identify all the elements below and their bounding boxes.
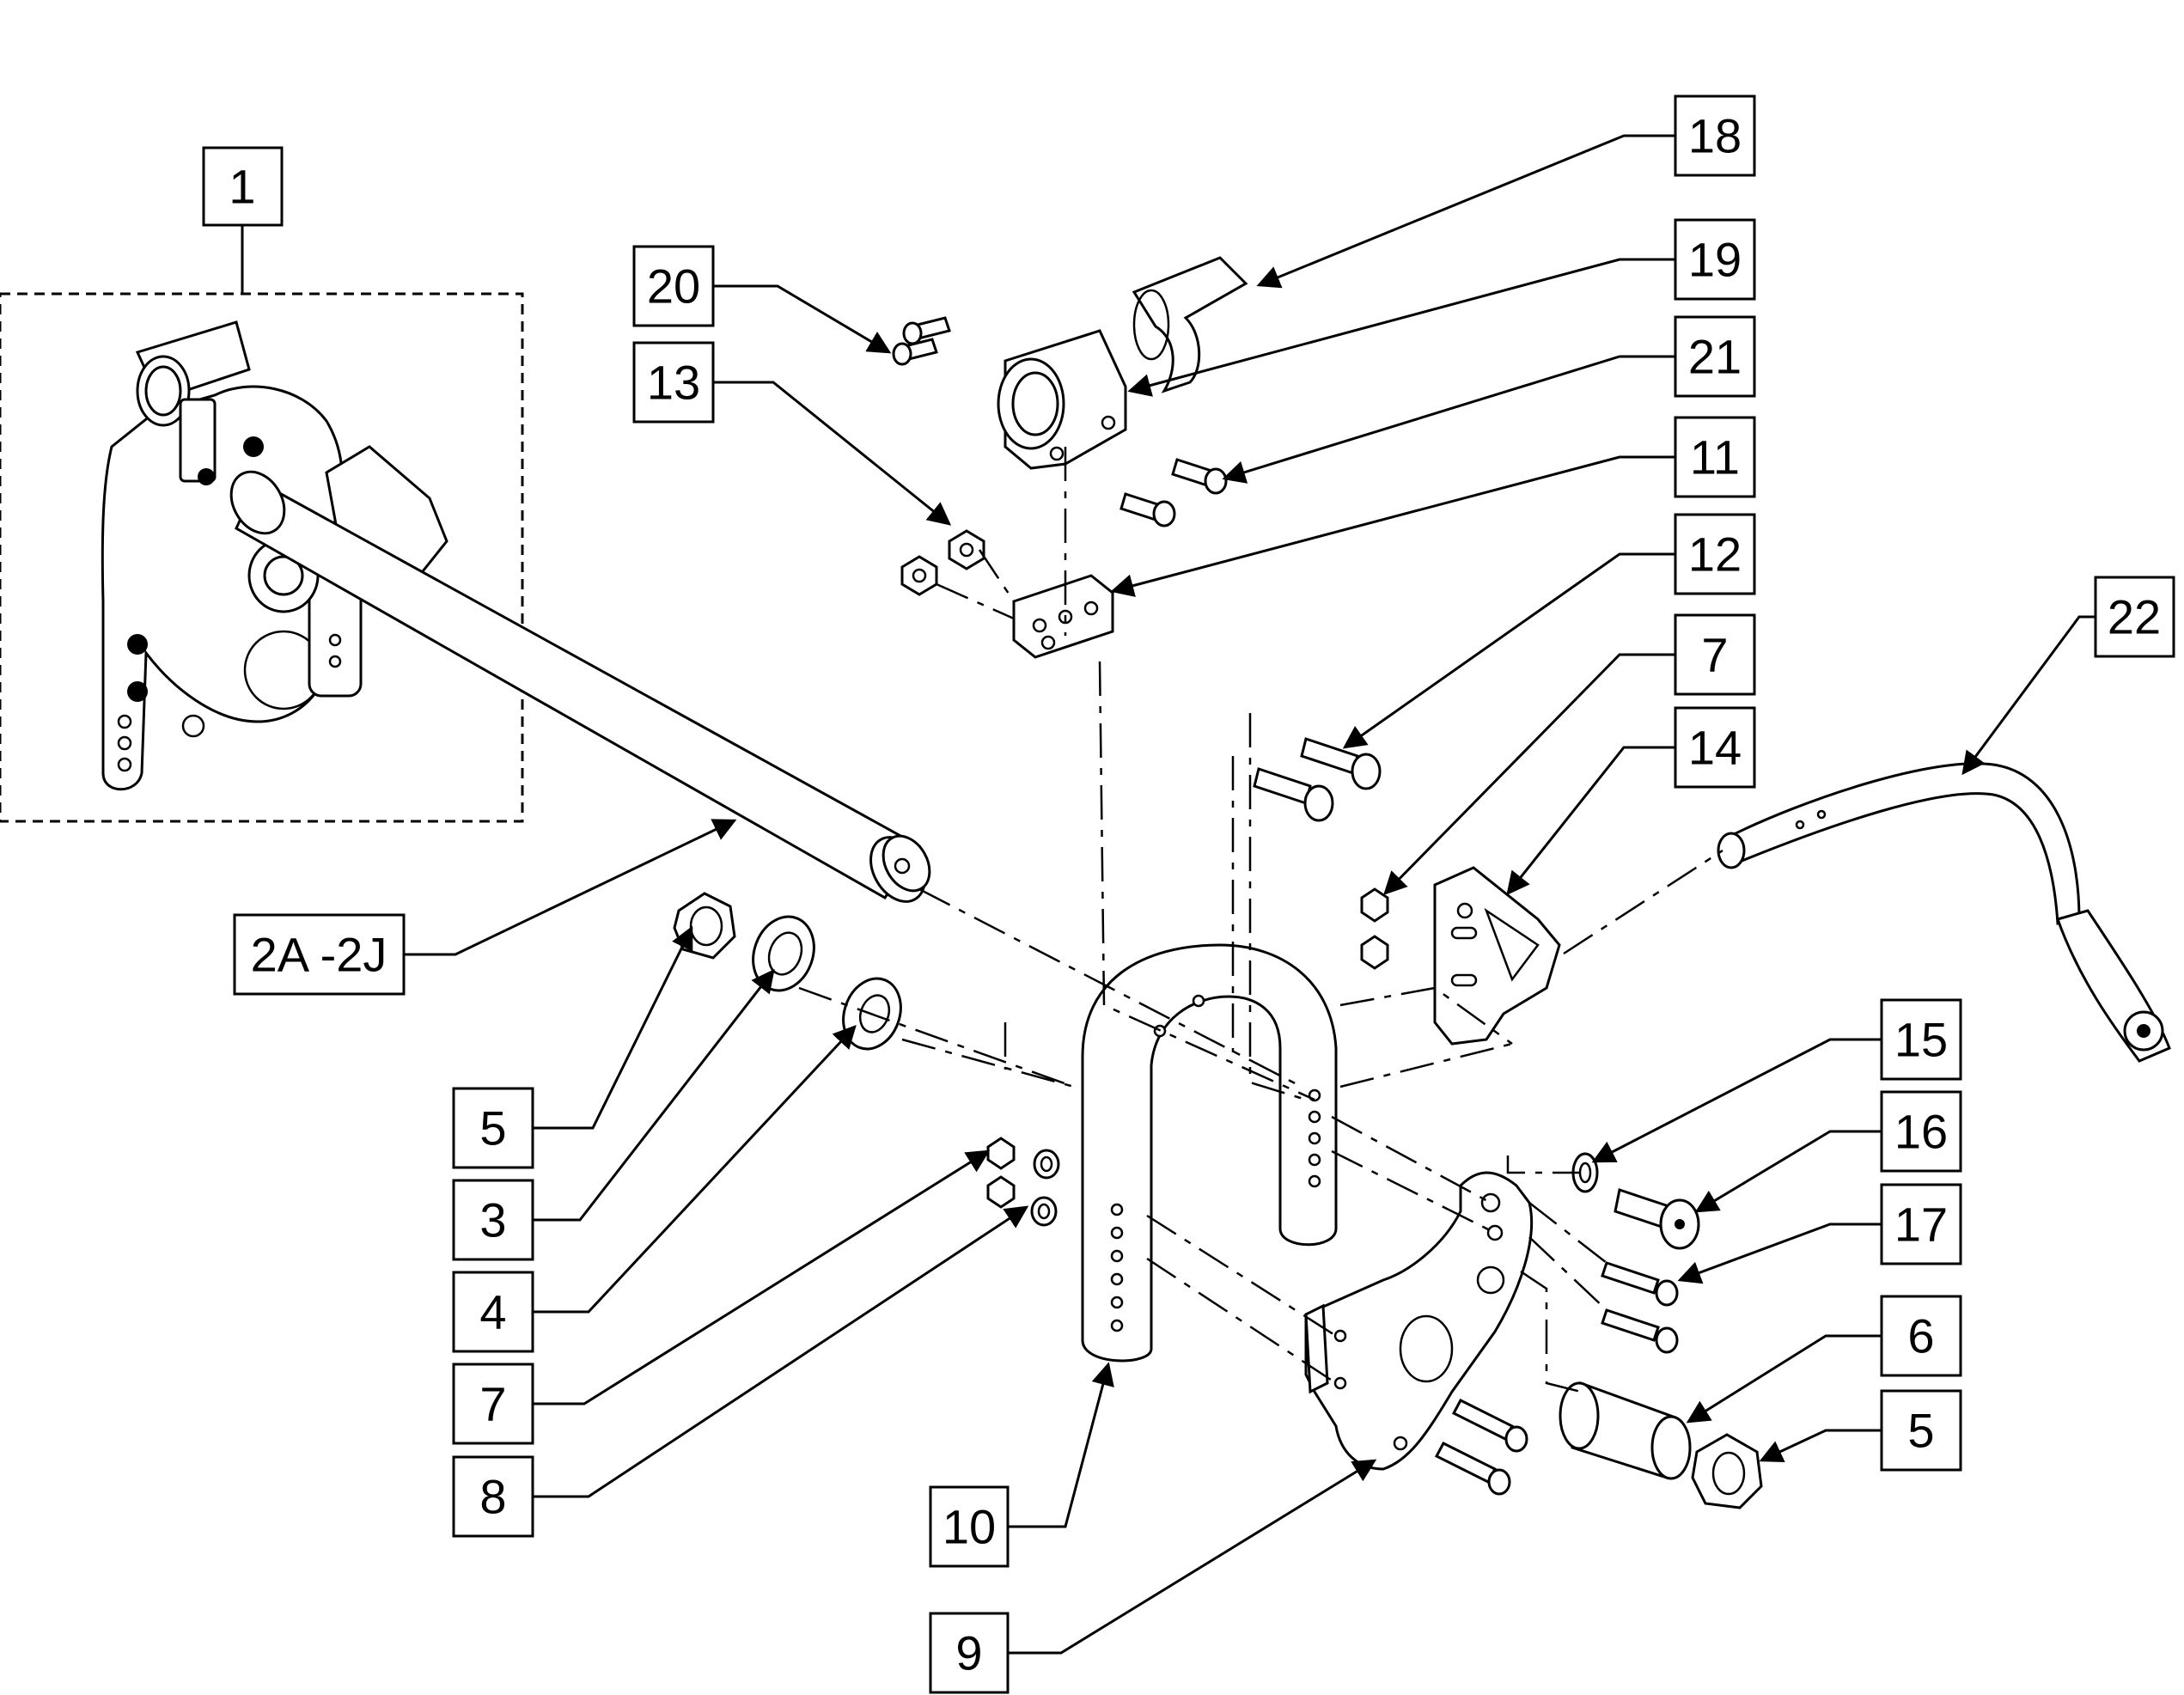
assembly-1-frame [0,292,524,823]
callout-5-right: 5 [1880,1389,1962,1472]
svg-text:19: 19 [1688,233,1742,287]
svg-text:6: 6 [1907,1309,1934,1363]
svg-text:10: 10 [943,1500,996,1554]
svg-text:8: 8 [479,1470,506,1524]
hex-nut-5-left [673,892,736,960]
callout-6: 6 [1880,1295,1962,1377]
svg-text:1: 1 [229,160,255,214]
hex-nut-5-right [1691,1433,1763,1509]
block-11 [1012,574,1114,659]
svg-text:12: 12 [1688,527,1742,582]
sleeve-18 [1132,256,1248,393]
callout-19: 19 [1674,218,1756,301]
callout-22: 22 [2094,576,2175,658]
callout-11: 11 [1674,416,1756,498]
callout-10: 10 [929,1485,1010,1568]
svg-text:14: 14 [1688,721,1742,775]
callout-4: 4 [452,1271,534,1353]
callout-17: 17 [1880,1183,1962,1265]
svg-text:9: 9 [955,1626,982,1680]
svg-text:7: 7 [1701,628,1728,682]
callout-20: 20 [632,245,715,327]
nuts-7-washers-8 [986,1137,1060,1227]
svg-text:17: 17 [1894,1198,1948,1252]
leader-lines [241,134,2135,1655]
callout-16: 16 [1880,1090,1962,1173]
screws-21 [1119,458,1228,527]
callout-12: 12 [1674,513,1756,595]
svg-text:4: 4 [479,1285,506,1339]
callout-1: 1 [202,146,284,227]
callout-14: 14 [1674,706,1756,789]
callout-8: 8 [452,1455,534,1538]
callout-7-right: 7 [1674,613,1756,696]
svg-text:15: 15 [1894,1013,1948,1067]
svg-text:5: 5 [479,1101,506,1155]
svg-text:11: 11 [1690,430,1740,485]
svg-text:3: 3 [479,1193,506,1247]
svg-text:22: 22 [2108,590,2161,644]
callout-21: 21 [1674,315,1756,398]
spacer-6 [1559,1381,1692,1480]
callout-9: 9 [929,1612,1010,1694]
bracket-14 [1433,866,1561,1046]
bolt-16 [1614,1188,1700,1250]
handle-22 [1717,762,2171,1063]
callout-15: 15 [1880,998,1962,1081]
callout-5-left: 5 [452,1087,534,1169]
svg-text:18: 18 [1688,109,1742,163]
svg-text:2A -2J: 2A -2J [251,928,387,982]
svg-text:13: 13 [647,356,700,410]
nuts-7-right [1360,887,1389,970]
washer-3 [752,915,815,992]
svg-text:5: 5 [1907,1404,1934,1458]
svg-text:16: 16 [1894,1105,1948,1159]
svg-text:21: 21 [1688,330,1742,384]
callout-3: 3 [452,1179,534,1261]
svg-text:7: 7 [479,1377,506,1431]
screws-20 [892,316,951,366]
callout-13: 13 [632,341,715,424]
screws-plate-9 [1434,1399,1528,1496]
svg-text:20: 20 [647,259,700,314]
screws-17 [1601,1261,1679,1354]
callout-18: 18 [1674,95,1756,177]
u-frame-10 [1081,943,1338,1363]
tube-2a-2j [229,470,931,903]
center-lines [798,447,1723,1393]
bolts-12 [1253,737,1382,822]
nuts-13 [900,529,985,596]
clamp-19 [997,329,1127,470]
callout-7-left: 7 [452,1363,534,1445]
callout-2a-2j: 2A -2J [233,913,406,996]
